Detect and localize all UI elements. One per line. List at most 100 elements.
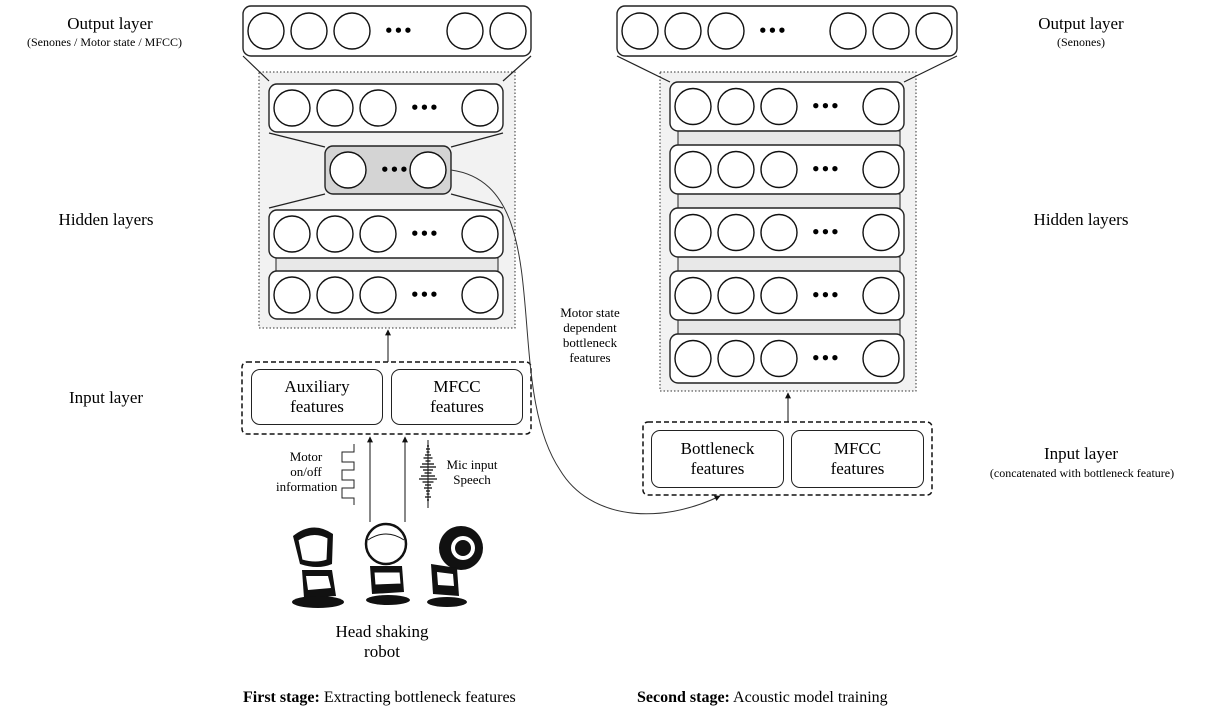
right-hidden-layer-3: ••• [669,207,905,258]
robot-label: Head shaking robot [335,622,429,661]
left-bottleneck-funnel-top-left [268,132,326,148]
left-mfcc-features-box: MFCC features [391,369,523,425]
speech-waveform-icon [419,440,437,508]
ellipsis-label: ••• [410,286,439,304]
neuron-node [290,12,328,50]
neuron-node [674,339,712,378]
right-output-connector-left [616,55,671,83]
bottleneck-connector-curve [450,169,721,515]
neuron-node [717,276,755,315]
neuron-node [915,12,953,50]
right-output-layer: ••• [616,5,958,57]
right-input-layer-subtitle: (concatenated with bottleneck feature) [989,466,1175,480]
ellipsis-label: ••• [811,350,840,368]
right-hidden-layers-label: Hidden layers [1033,210,1129,229]
right-hidden-link-2 [677,193,901,210]
second-stage-caption: Second stage: Acoustic model training [637,689,888,707]
neuron-node [674,150,712,189]
neuron-node [829,12,867,50]
left-input-layer-label: Input layer [68,388,144,407]
neuron-node [461,276,499,314]
neuron-node [862,213,900,252]
right-hidden-link-4 [677,319,901,336]
neuron-node [273,89,311,127]
right-mfcc-features-box: MFCC features [791,430,924,488]
right-hidden-layer-2: ••• [669,144,905,195]
ellipsis-label: ••• [811,98,840,116]
neuron-node [872,12,910,50]
neuron-node [760,276,798,315]
neuron-node [664,12,702,50]
neuron-node [760,87,798,126]
neuron-node [717,87,755,126]
neuron-node [489,12,527,50]
right-output-layer-frame [616,5,958,57]
ellipsis-label: ••• [811,287,840,305]
neuron-node [316,89,354,127]
neuron-node [273,276,311,314]
motor-info-label: Motor on/off information [276,449,338,494]
left-hidden-layer-1: ••• [268,83,504,133]
neuron-node [359,276,397,314]
neuron-node [461,89,499,127]
motor-signal-icon [341,444,355,505]
left-bottleneck-funnel-top-right [450,132,504,148]
right-input-dashed-box [642,421,933,496]
neuron-node [329,151,367,189]
neuron-node [359,215,397,253]
neuron-node [621,12,659,50]
neuron-node [760,339,798,378]
neuron-node [760,150,798,189]
first-stage-caption-text: Extracting bottleneck features [319,689,516,706]
neuron-node [461,215,499,253]
ellipsis-label: ••• [380,161,409,179]
bottleneck-features-box: Bottleneck features [651,430,784,488]
left-hidden-link [275,257,499,272]
right-output-connector-right [903,55,958,83]
neuron-node [862,150,900,189]
left-hidden-layers-label: Hidden layers [58,210,154,229]
left-output-connector-right [502,55,532,82]
left-bottleneck-layer: ••• [324,145,452,195]
neuron-node [707,12,745,50]
second-stage-caption-bold: Second stage: [637,689,730,706]
right-output-layer-title: Output layer [1038,14,1124,33]
left-output-connector-left [242,55,270,82]
second-stage-caption-text: Acoustic model training [729,689,888,706]
left-hidden-layer-3: ••• [268,209,504,259]
left-bottleneck-funnel-bottom-right [450,193,504,209]
right-hidden-layer-1: ••• [669,81,905,132]
left-bottleneck-funnel-bottom-left [268,193,326,209]
connector-label: Motor state dependent bottleneck feature… [560,305,620,365]
neuron-node [316,215,354,253]
neuron-node [862,276,900,315]
right-hidden-link-3 [677,256,901,273]
neuron-node [674,87,712,126]
first-stage-caption: First stage: Extracting bottleneck featu… [243,689,516,707]
neuron-node [316,276,354,314]
neuron-node [409,151,447,189]
ellipsis-label: ••• [384,22,413,40]
neuron-node [760,213,798,252]
neuron-node [359,89,397,127]
first-stage-caption-bold: First stage: [243,689,320,706]
ellipsis-label: ••• [410,225,439,243]
right-hidden-link-1 [677,130,901,147]
neuron-node [446,12,484,50]
ellipsis-label: ••• [811,161,840,179]
ellipsis-label: ••• [758,22,787,40]
right-output-layer-subtitle: (Senones) [1057,35,1105,49]
mic-input-label: Mic input Speech [446,457,498,487]
neuron-node [717,213,755,252]
ellipsis-label: ••• [410,99,439,117]
neuron-node [247,12,285,50]
auxiliary-features-box: Auxiliary features [251,369,383,425]
neuron-node [717,339,755,378]
right-hidden-layer-5: ••• [669,333,905,384]
left-output-layer: ••• [242,5,532,57]
neuron-node [333,12,371,50]
ellipsis-label: ••• [811,224,840,242]
neuron-node [674,276,712,315]
